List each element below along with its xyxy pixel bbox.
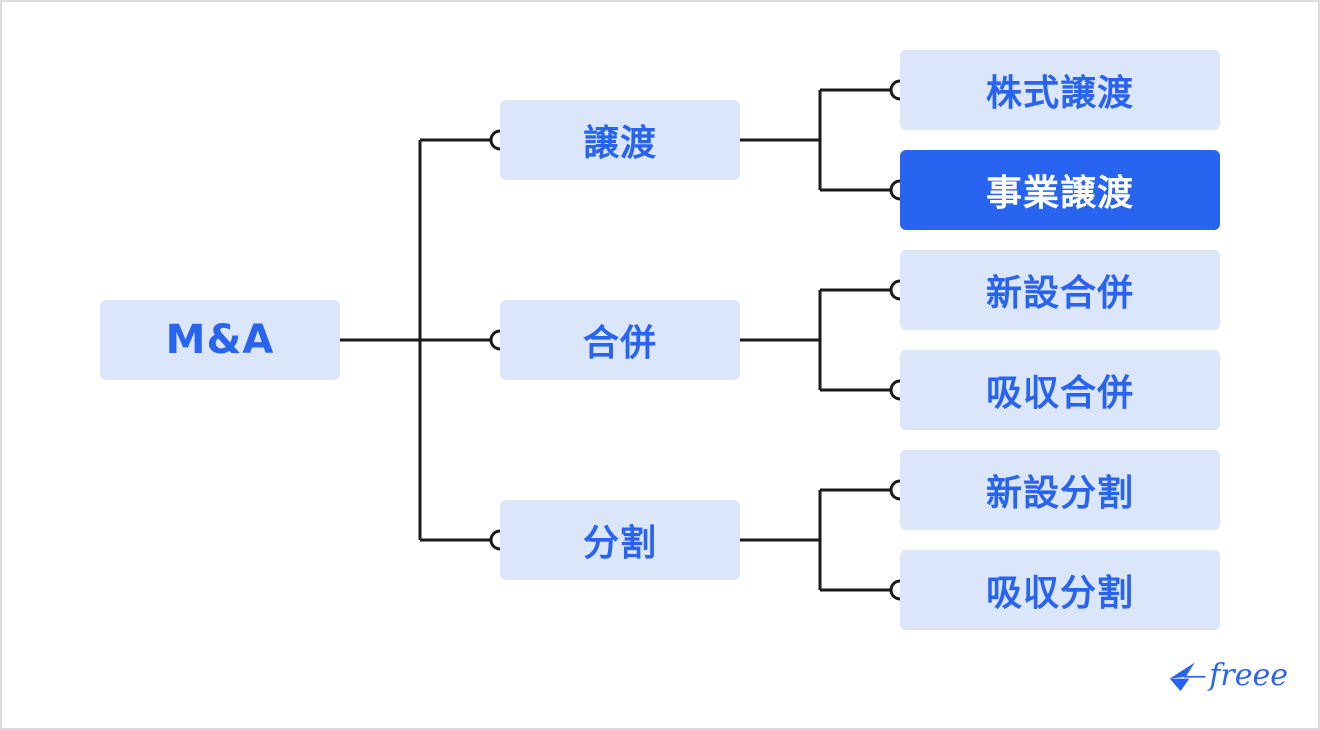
node-joto: 譲渡 <box>500 100 740 180</box>
node-kabushiki-joto: 株式譲渡 <box>900 50 1220 130</box>
node-shinsetsu-gappei: 新設合併 <box>900 250 1220 330</box>
freee-bird-icon <box>1169 662 1206 692</box>
node-gappei: 合併 <box>500 300 740 380</box>
node-shinsetsu-bunkatsu: 新設分割 <box>900 450 1220 530</box>
freee-logo: freee <box>1168 650 1288 700</box>
node-bunkatsu: 分割 <box>500 500 740 580</box>
freee-logo-text: freee <box>1209 657 1288 693</box>
node-kyushu-gappei: 吸収合併 <box>900 350 1220 430</box>
node-root-ma: M&A <box>100 300 340 380</box>
node-kyushu-bunkatsu: 吸収分割 <box>900 550 1220 630</box>
node-jigyo-joto: 事業譲渡 <box>900 150 1220 230</box>
